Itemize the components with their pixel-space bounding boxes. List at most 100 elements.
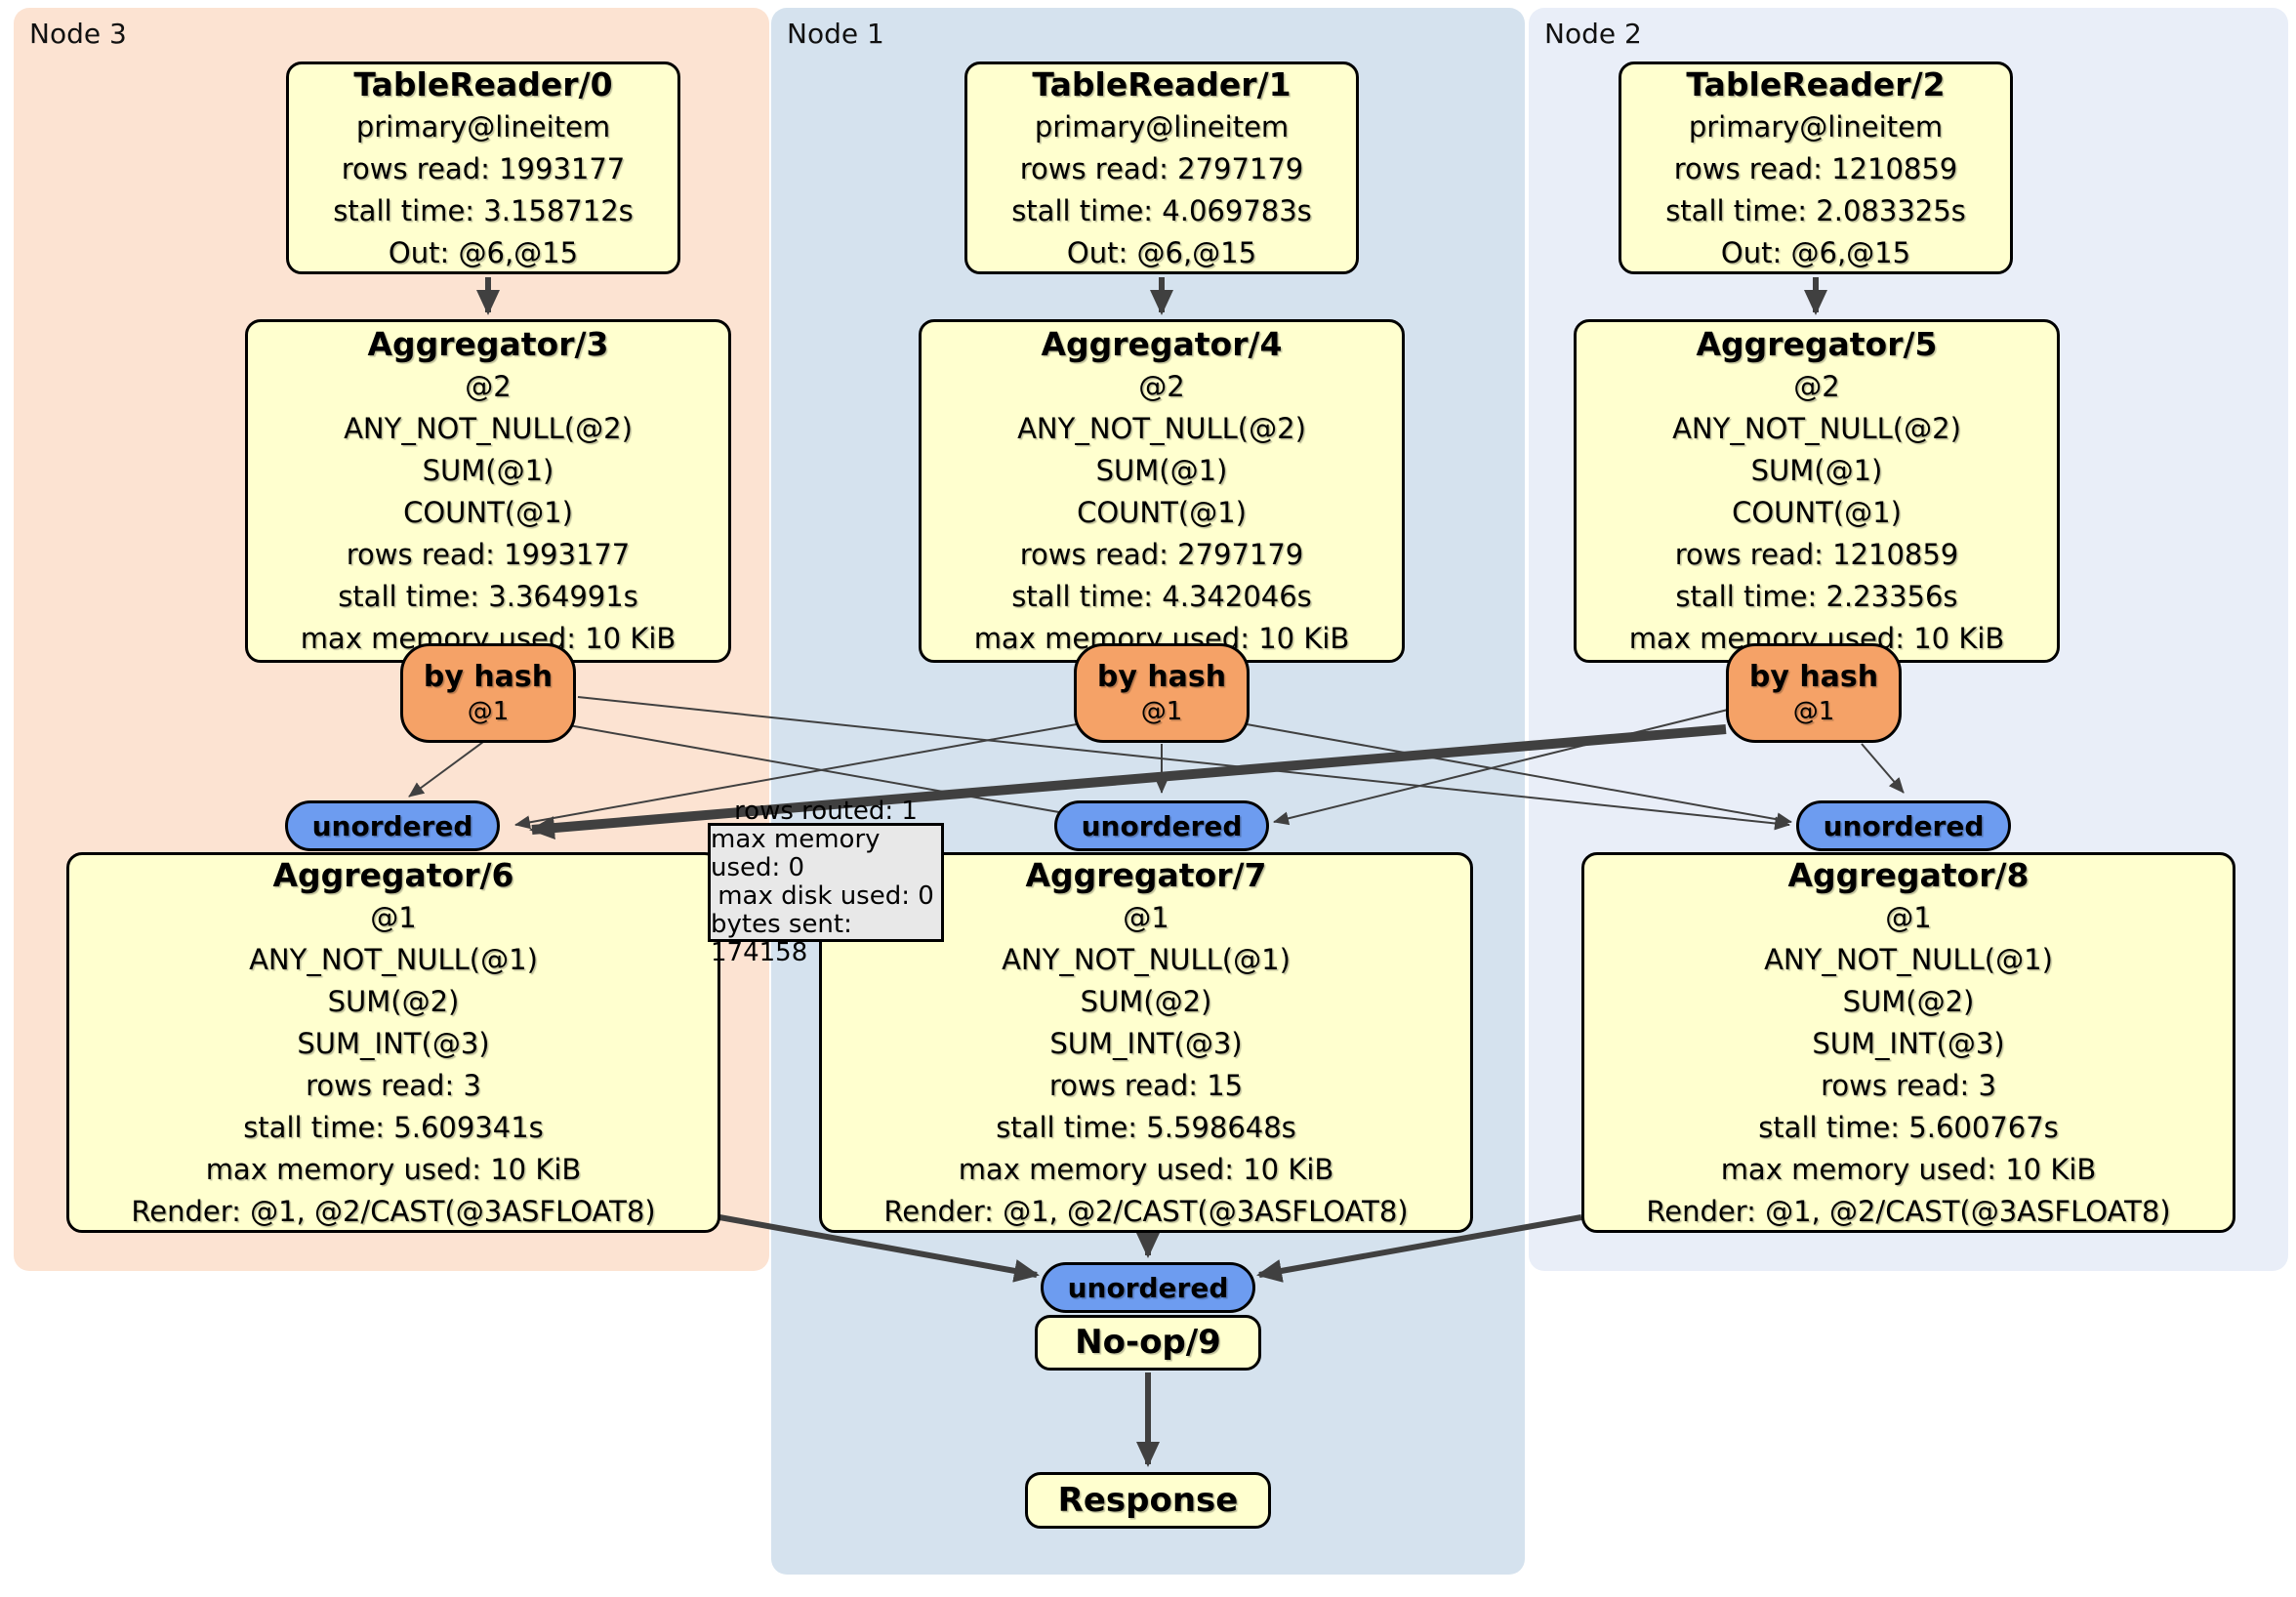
text-line: SUM(@1) (422, 454, 554, 487)
router-label: by hash (1096, 660, 1227, 694)
sync-unordered-node1[interactable]: unordered (1054, 800, 1269, 851)
text-line: rows read: 1993177 (346, 538, 631, 571)
panel-label-node3: Node 3 (29, 18, 127, 50)
processor-details: primary@lineitem rows read: 1993177 stall … (333, 106, 634, 274)
text-line: ANY_NOT_NULL(@2) (1017, 412, 1306, 445)
sync-label: unordered (1067, 1271, 1229, 1304)
processor-title: TableReader/1 (1032, 64, 1292, 103)
text-line: stall time: 5.609341s (243, 1110, 544, 1144)
text-line: @1 (1885, 900, 1932, 934)
edge-router3-sync4 (562, 723, 1104, 825)
text-line: Out: @6,@15 (388, 235, 579, 269)
sync-unordered-node3[interactable]: unordered (285, 800, 500, 851)
text-line: SUM_INT(@3) (1812, 1026, 2005, 1060)
text-line: COUNT(@1) (1732, 496, 1902, 529)
text-line: rows routed: 1 (734, 797, 918, 826)
text-line: ANY_NOT_NULL(@2) (1672, 412, 1961, 445)
text-line: Render: @1, @2/CAST(@3ASFLOAT8) (131, 1194, 656, 1228)
text-line: primary@lineitem (355, 109, 611, 143)
sync-unordered-final[interactable]: unordered (1041, 1262, 1255, 1313)
text-line: primary@lineitem (1034, 109, 1290, 143)
text-line: ANY_NOT_NULL(@1) (249, 942, 538, 976)
text-line: stall time: 5.600767s (1758, 1110, 2059, 1144)
text-line: stall time: 5.598648s (996, 1110, 1296, 1144)
text-line: stall time: 2.23356s (1675, 580, 1958, 613)
router-by-hash-node2[interactable]: by hash @1 (1726, 643, 1902, 743)
router-label: by hash (423, 660, 554, 694)
text-line: @2 (1793, 370, 1840, 403)
text-line: COUNT(@1) (403, 496, 573, 529)
router-column: @1 (467, 697, 510, 726)
sync-label: unordered (1081, 809, 1243, 842)
processor-title: Aggregator/8 (1787, 855, 2030, 894)
text-line: @1 (1123, 900, 1169, 934)
edge-router5-sync3 (529, 724, 1727, 840)
edge-router5-sync5 (1861, 743, 1905, 794)
sync-label: unordered (1823, 809, 1985, 842)
panel-label-node2: Node 2 (1544, 18, 1642, 50)
text-line: SUM(@1) (1750, 454, 1883, 487)
text-line: SUM_INT(@3) (297, 1026, 490, 1060)
router-label: by hash (1748, 660, 1879, 694)
text-line: Render: @1, @2/CAST(@3ASFLOAT8) (883, 1194, 1409, 1228)
text-line: rows read: 3 (306, 1068, 481, 1102)
text-line: Out: @6,@15 (1066, 235, 1257, 269)
edge-router3-sync3 (408, 741, 484, 798)
processor-details: primary@lineitem rows read: 2797179 stall … (1011, 106, 1312, 274)
text-line: rows read: 15 (1048, 1068, 1244, 1102)
text-line: Render: @1, @2/CAST(@3ASFLOAT8) (1646, 1194, 2171, 1228)
text-line: SUM_INT(@3) (1049, 1026, 1243, 1060)
text-line: stall time: 3.158712s (333, 193, 634, 227)
text-line: @1 (370, 900, 417, 934)
text-line: stall time: 3.364991s (338, 580, 638, 613)
text-line: stall time: 4.342046s (1011, 580, 1312, 613)
text-line: max memory used: 10 KiB (1720, 1152, 2097, 1186)
text-line: rows read: 1993177 (341, 151, 626, 185)
processor-title: Aggregator/3 (367, 325, 609, 363)
text-line: ANY_NOT_NULL(@2) (344, 412, 633, 445)
edge-agg8-sync9 (1256, 1214, 1582, 1283)
text-line: stall time: 2.083325s (1665, 193, 1966, 227)
router-by-hash-node1[interactable]: by hash @1 (1074, 643, 1250, 743)
processor-title: Aggregator/7 (1025, 855, 1267, 894)
text-line: rows read: 1210859 (1673, 151, 1958, 185)
edge-router5-sync4 (1273, 709, 1729, 826)
text-line: SUM(@2) (327, 984, 460, 1018)
text-line: ANY_NOT_NULL(@1) (1764, 942, 2053, 976)
processor-title: Aggregator/6 (272, 855, 514, 894)
sync-label: unordered (311, 809, 473, 842)
router-by-hash-node3[interactable]: by hash @1 (400, 643, 576, 743)
text-line: max memory used: 10 KiB (958, 1152, 1334, 1186)
text-line: Out: @6,@15 (1720, 235, 1911, 269)
panel-label-node1: Node 1 (787, 18, 884, 50)
sync-unordered-node2[interactable]: unordered (1796, 800, 2011, 851)
processor-tablereader-0[interactable]: TableReader/0 primary@lineitem rows read:… (286, 61, 680, 274)
text-line: rows read: 1210859 (1674, 538, 1959, 571)
processor-noop-9[interactable]: No-op/9 (1035, 1315, 1261, 1371)
text-line: stall time: 4.069783s (1011, 193, 1312, 227)
text-line: rows read: 2797179 (1019, 538, 1304, 571)
processor-tablereader-1[interactable]: TableReader/1 primary@lineitem rows read:… (964, 61, 1359, 274)
text-line: COUNT(@1) (1077, 496, 1247, 529)
processor-title: TableReader/2 (1686, 64, 1946, 103)
text-line: SUM(@2) (1842, 984, 1975, 1018)
processor-response[interactable]: Response (1025, 1472, 1271, 1529)
text-line: max memory used: 0 (711, 825, 881, 882)
processor-title: No-op/9 (1075, 1323, 1221, 1362)
text-line: rows read: 2797179 (1019, 151, 1304, 185)
processor-title: TableReader/0 (353, 64, 613, 103)
edge-router3-sync5 (577, 696, 1790, 831)
